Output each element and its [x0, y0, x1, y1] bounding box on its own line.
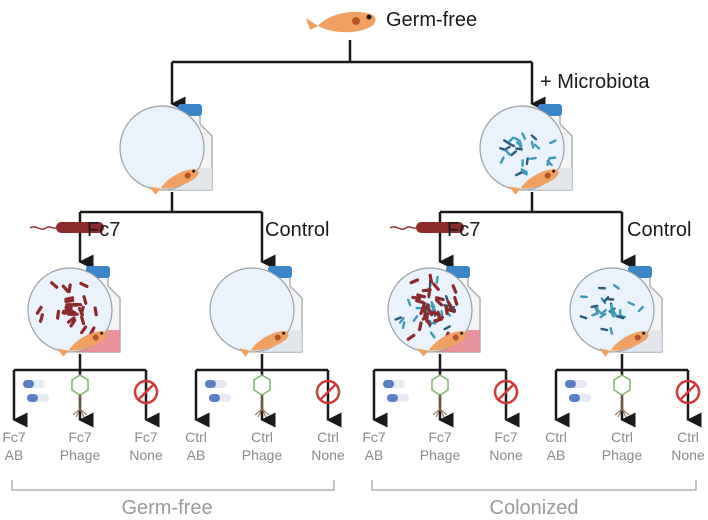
- leaf-label-line2: Phage: [602, 447, 643, 463]
- group-label-colonized: Colonized: [490, 497, 579, 519]
- leaf-label-line2: AB: [187, 447, 206, 463]
- leaf-label-line1: Ctrl: [677, 429, 699, 445]
- branch-label-left-ctrl: Control: [265, 219, 329, 241]
- leaf-label-line2: Phage: [420, 447, 461, 463]
- leaf-label-line2: None: [311, 447, 345, 463]
- leaf-label-line1: Fc7: [134, 429, 158, 445]
- top-label: Germ-free: [386, 9, 477, 31]
- bacterium-icon: [29, 222, 104, 233]
- no-symbol-icon: [133, 379, 159, 405]
- no-symbol-icon: [675, 379, 701, 405]
- top-fish-icon: [306, 11, 376, 33]
- branch-label-left-treat: Fc7: [87, 219, 120, 241]
- no-symbol-icon: [315, 379, 341, 405]
- leaf-label-line2: None: [129, 447, 163, 463]
- leaf-label-line2: AB: [547, 447, 566, 463]
- phage-icon: [431, 374, 449, 418]
- no-symbol-icon: [493, 379, 519, 405]
- flask-colonized-control-icon: [569, 266, 663, 357]
- group-brackets: [11, 480, 697, 491]
- bacterium-icon: [389, 222, 464, 233]
- flask-germfree-fc7-icon: [27, 266, 121, 357]
- phage-icon: [613, 374, 631, 418]
- leaf-label-line2: Phage: [60, 447, 101, 463]
- leaf-label-line1: Fc7: [362, 429, 386, 445]
- leaf-label-line2: AB: [365, 447, 384, 463]
- leaf-label-line2: Phage: [242, 447, 283, 463]
- leaf-label-line1: Ctrl: [251, 429, 273, 445]
- leaf-label-line1: Fc7: [68, 429, 92, 445]
- leaf-label-line1: Ctrl: [317, 429, 339, 445]
- mid-split-lines: [78, 192, 636, 270]
- phage-icon: [253, 374, 271, 418]
- pill-icon: [565, 380, 591, 402]
- pill-icon: [205, 380, 231, 402]
- branch-label-right-ctrl: Control: [627, 219, 691, 241]
- flask-colonized-icon: [479, 104, 573, 195]
- microbiota-label: + Microbiota: [540, 71, 650, 93]
- pill-icon: [23, 380, 49, 402]
- branch-label-right-treat: Fc7: [447, 219, 480, 241]
- pill-icon: [383, 380, 409, 402]
- leaf-label-line2: None: [671, 447, 705, 463]
- flask-germfree-icon: [119, 104, 213, 195]
- leaf-label-line1: Fc7: [428, 429, 452, 445]
- top-split-lines: [170, 40, 546, 112]
- leaf-label-line2: None: [489, 447, 523, 463]
- leaf-split-lines: [12, 354, 702, 428]
- leaf-label-line1: Fc7: [494, 429, 518, 445]
- leaf-label-line2: AB: [5, 447, 24, 463]
- flask-colonized-fc7-icon: [387, 266, 481, 357]
- treatment-icons: [23, 374, 701, 418]
- group-label-germfree: Germ-free: [121, 497, 212, 519]
- leaf-label-line1: Ctrl: [185, 429, 207, 445]
- flask-germfree-control-icon: [209, 266, 303, 357]
- leaf-label-line1: Ctrl: [611, 429, 633, 445]
- leaf-label-line1: Ctrl: [545, 429, 567, 445]
- leaf-label-line1: Fc7: [2, 429, 26, 445]
- phage-icon: [71, 374, 89, 418]
